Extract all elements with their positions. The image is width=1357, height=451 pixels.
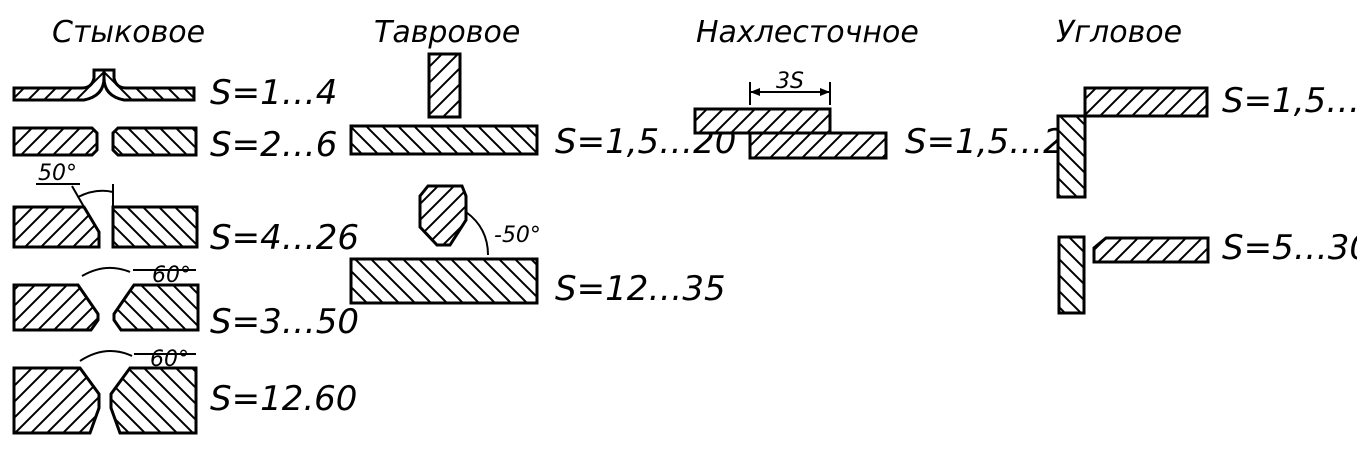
butt-label-2: S=2…6	[210, 125, 337, 165]
corner-label-2: S=5…30	[1222, 228, 1357, 268]
butt-joint-single-bevel	[12, 183, 199, 249]
butt-joint-v-groove	[12, 266, 200, 332]
corner-label-1: S=1,5…12	[1222, 81, 1357, 121]
lap-joint	[693, 82, 888, 160]
corner-title: Угловое	[1056, 15, 1182, 50]
lap-label-1: S=1,5…20	[905, 122, 1086, 162]
tee-angle-50: -50°	[494, 223, 541, 248]
lap-dimension: 3S	[776, 69, 804, 94]
lap-title: Нахлесточное	[696, 15, 919, 50]
butt-joint-square	[12, 126, 198, 157]
corner-joint-bevel	[1057, 235, 1210, 315]
corner-joint-flush	[1056, 86, 1209, 199]
tee-label-2: S=12…35	[555, 269, 726, 309]
butt-title: Стыковое	[52, 15, 205, 50]
butt-angle-60-a: 60°	[152, 263, 191, 288]
butt-label-1: S=1…4	[210, 73, 337, 113]
butt-joint-flanged	[12, 68, 196, 102]
butt-label-3: S=4…26	[210, 218, 359, 258]
tee-joint-square	[349, 52, 539, 156]
butt-label-5: S=12.60	[210, 379, 357, 419]
butt-angle-50: 50°	[38, 161, 77, 186]
tee-joint-bevel	[349, 184, 539, 305]
butt-angle-60-b: 60°	[150, 347, 189, 372]
butt-joint-x-groove	[12, 350, 198, 435]
tee-title: Тавровое	[374, 15, 520, 50]
butt-label-4: S=3…50	[210, 302, 359, 342]
